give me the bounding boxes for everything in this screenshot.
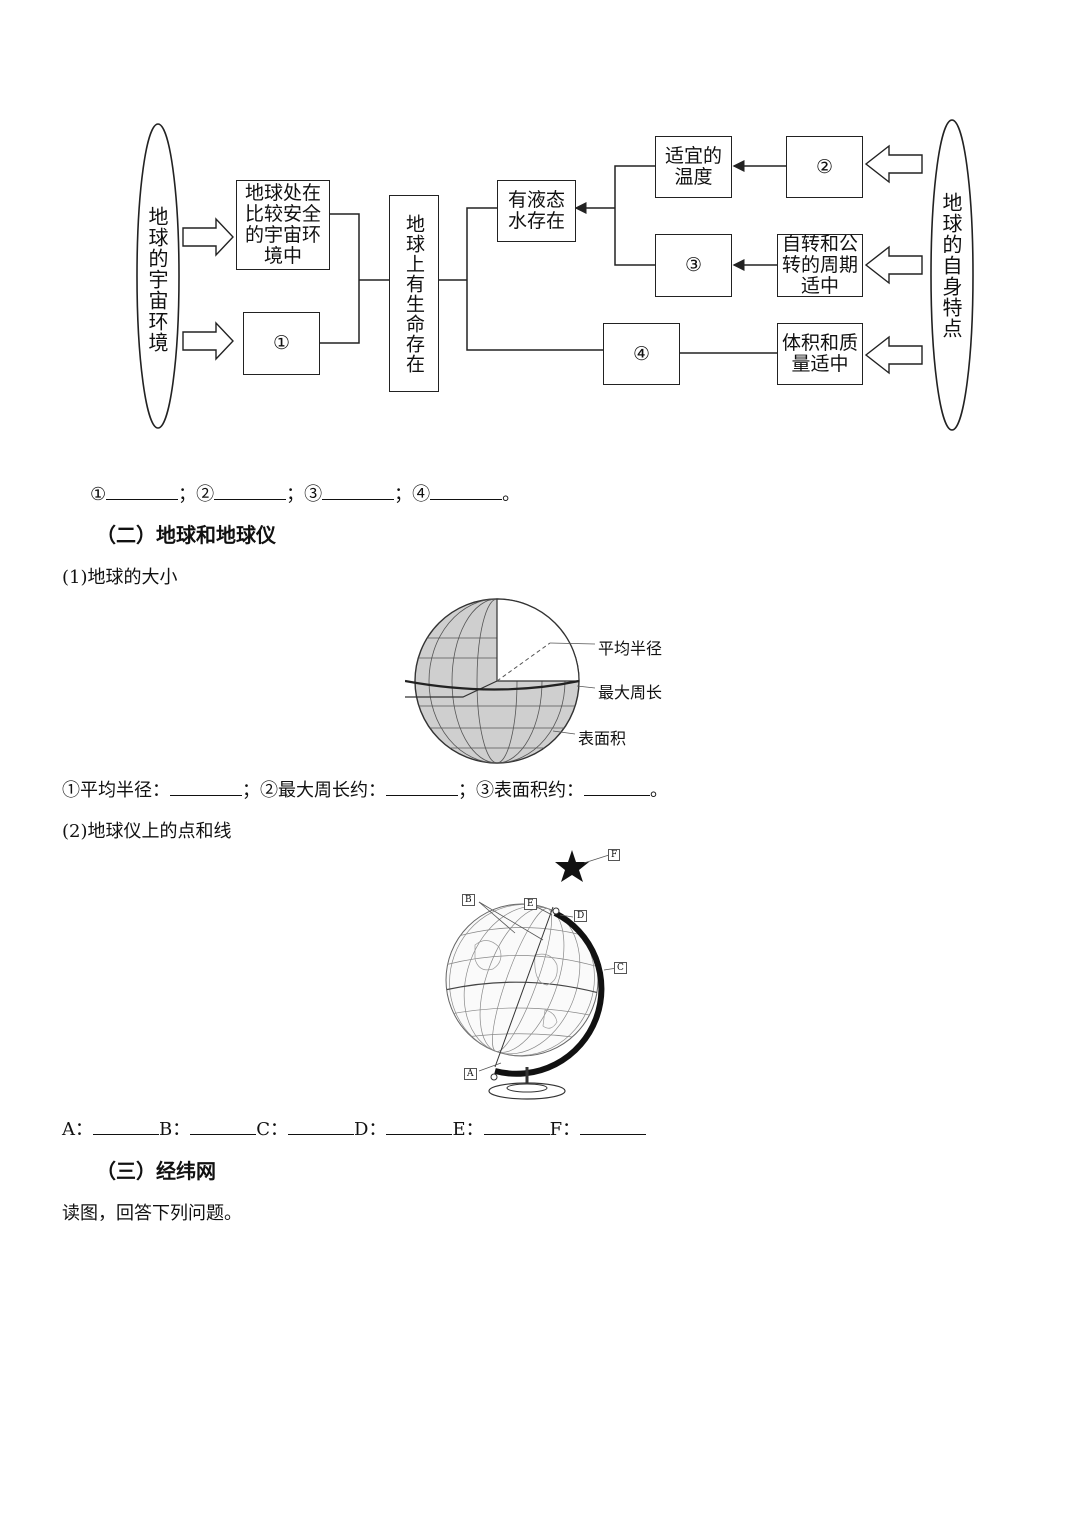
separator: ； xyxy=(394,484,413,505)
flow-answer-line: ①；②；③；④。 xyxy=(90,480,520,506)
volume-mass-label: 体积和质量适中 xyxy=(782,332,859,375)
right-oval-label: 地球的自身特点 xyxy=(939,192,963,339)
q1-circumference-blank[interactable] xyxy=(386,777,458,796)
hollow-arrow-icon xyxy=(864,245,923,285)
volume-mass-box: 体积和质量适中 xyxy=(777,323,863,385)
life-label: 地球上有生命存在 xyxy=(403,213,425,374)
globe-tag-f: F xyxy=(608,849,621,861)
globe-figure xyxy=(445,850,618,1100)
left-oval-label: 地球的宇宙环境 xyxy=(145,206,169,353)
hollow-arrow-icon xyxy=(864,335,923,375)
period: 。 xyxy=(502,484,521,505)
q2-d-blank[interactable] xyxy=(386,1116,453,1135)
sub-heading-earth-size: (1)地球的大小 xyxy=(62,567,178,588)
answer-1-blank[interactable] xyxy=(106,481,179,500)
section-3-heading: （三）经纬网 xyxy=(96,1159,216,1183)
q2-e-label: E： xyxy=(452,1119,484,1140)
circle-2-label: ② xyxy=(815,155,834,178)
circle-3-label: ③ xyxy=(684,254,703,276)
rotation-label: 自转和公转的周期适中 xyxy=(782,233,859,297)
rotation-box: 自转和公转的周期适中 xyxy=(777,234,863,297)
left-oval-shape xyxy=(136,123,180,429)
blank-box-4: ④ xyxy=(603,323,680,385)
sub-heading-globe: (2)地球仪上的点和线 xyxy=(62,821,232,842)
hollow-arrow-icon xyxy=(182,321,234,361)
q1-area-blank[interactable] xyxy=(584,777,650,796)
q2-a-label: A： xyxy=(62,1119,93,1140)
globe-tag-b: B xyxy=(462,894,475,906)
q2-e-blank[interactable] xyxy=(483,1116,550,1135)
circle-4-label: ④ xyxy=(632,342,651,365)
q2-f-label: F： xyxy=(549,1119,581,1140)
answer-4-marker: ④ xyxy=(412,484,431,505)
star-icon xyxy=(555,850,589,882)
label-surface-area: 表面积 xyxy=(578,729,627,748)
temperature-box: 适宜的温度 xyxy=(655,136,732,198)
blank-box-1: ① xyxy=(243,312,320,375)
answer-3-marker: ③ xyxy=(304,484,323,505)
earth-size-answer-line: ①平均半径： ；②最大周长约： ；③表面积约： 。 xyxy=(62,776,668,802)
period: 。 xyxy=(650,780,668,801)
answer-2-blank[interactable] xyxy=(214,481,287,500)
safe-environment-box: 地球处在比较安全的宇宙环境中 xyxy=(236,180,330,270)
globe-tag-e: E xyxy=(524,898,537,910)
hollow-arrow-icon xyxy=(864,144,923,184)
globe-answer-line: A： B： C： D： E： F： xyxy=(62,1115,647,1141)
circle-1-label: ① xyxy=(272,332,291,354)
liquid-water-box: 有液态水存在 xyxy=(497,180,576,242)
q1-radius-blank[interactable] xyxy=(170,777,242,796)
answer-1-marker: ① xyxy=(90,484,107,505)
q2-c-blank[interactable] xyxy=(288,1116,355,1135)
q2-d-label: D： xyxy=(354,1119,387,1140)
q2-f-blank[interactable] xyxy=(580,1116,647,1135)
answer-3-blank[interactable] xyxy=(322,481,395,500)
earth-sphere-figure xyxy=(405,598,596,764)
flow-connectors xyxy=(136,119,974,431)
temperature-label: 适宜的温度 xyxy=(664,145,722,188)
blank-box-3: ③ xyxy=(655,234,732,297)
q2-a-blank[interactable] xyxy=(93,1116,159,1135)
label-max-circumference: 最大周长 xyxy=(598,683,663,702)
life-box: 地球上有生命存在 xyxy=(389,195,439,392)
globe-tag-a: A xyxy=(464,1068,477,1080)
q2-b-blank[interactable] xyxy=(190,1116,257,1135)
liquid-water-label: 有液态水存在 xyxy=(507,189,565,232)
separator: ； xyxy=(286,484,305,505)
section-2-heading: （二）地球和地球仪 xyxy=(96,523,276,547)
globe-tag-d: D xyxy=(574,910,588,922)
q1-circumference-label: ；②最大周长约： xyxy=(242,780,386,801)
q1-area-label: ；③表面积约： xyxy=(458,780,584,801)
label-mean-radius: 平均半径 xyxy=(598,639,663,658)
hollow-arrow-icon xyxy=(182,217,234,257)
safe-environment-label: 地球处在比较安全的宇宙环境中 xyxy=(244,182,321,267)
q2-c-label: C： xyxy=(256,1119,289,1140)
separator: ； xyxy=(178,484,197,505)
q1-radius-label: ①平均半径： xyxy=(62,780,170,801)
answer-4-blank[interactable] xyxy=(430,481,503,500)
answer-2-marker: ② xyxy=(196,484,215,505)
right-oval-shape xyxy=(930,119,974,431)
q2-b-label: B： xyxy=(159,1119,191,1140)
section-3-instruction: 读图，回答下列问题。 xyxy=(62,1203,242,1224)
globe-tag-c: C xyxy=(614,962,627,974)
blank-box-2: ② xyxy=(786,136,863,198)
